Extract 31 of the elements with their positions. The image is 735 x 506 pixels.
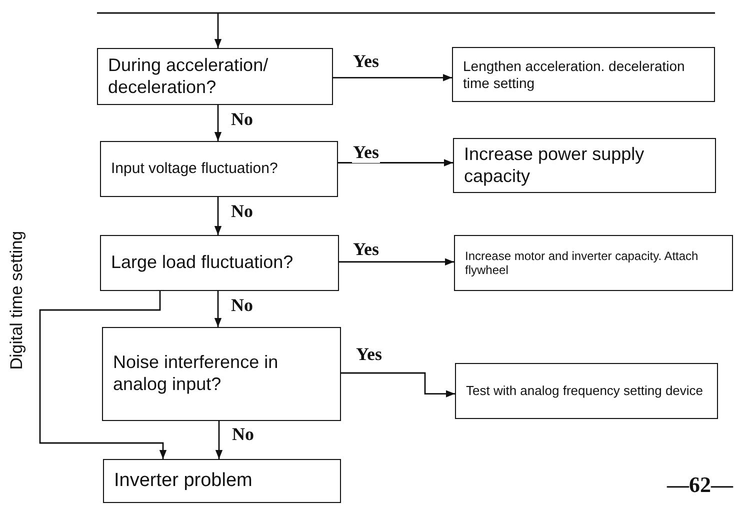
process-box — [103, 459, 341, 503]
process-box — [102, 327, 341, 421]
box-text: During acceleration/ deceleration? — [108, 54, 270, 98]
process-box — [453, 138, 716, 193]
box-text: Lengthen acceleration. deceleration time setting — [463, 58, 686, 92]
edge-label: Yes — [352, 143, 380, 163]
arrow — [214, 105, 222, 141]
process-box — [97, 48, 333, 105]
arrow — [215, 421, 223, 459]
arrow — [214, 197, 222, 235]
box-text: Noise interference in analog input? — [113, 352, 280, 396]
arrow — [338, 159, 453, 166]
process-box — [100, 141, 338, 197]
process-box — [455, 363, 718, 419]
arrow — [339, 258, 454, 266]
arrow — [214, 13, 222, 48]
process-box — [100, 235, 339, 291]
box-text: Large load fluctuation? — [111, 252, 294, 274]
process-box — [452, 47, 715, 102]
process-box — [454, 235, 733, 291]
box-text: Test with analog frequency setting device — [466, 383, 704, 399]
edge-label: Digital time setting — [8, 229, 26, 370]
arrow — [333, 74, 452, 82]
arrow — [39, 291, 167, 459]
box-text: Inverter problem — [114, 470, 252, 492]
page-number: —62— — [667, 472, 733, 498]
box-text: Increase power supply capacity — [464, 144, 646, 188]
box-text: Increase motor and inverter capacity. Attach flywheel — [465, 248, 700, 278]
arrow — [341, 372, 455, 398]
box-text: Input voltage fluctuation? — [111, 160, 278, 178]
arrow — [214, 291, 222, 327]
